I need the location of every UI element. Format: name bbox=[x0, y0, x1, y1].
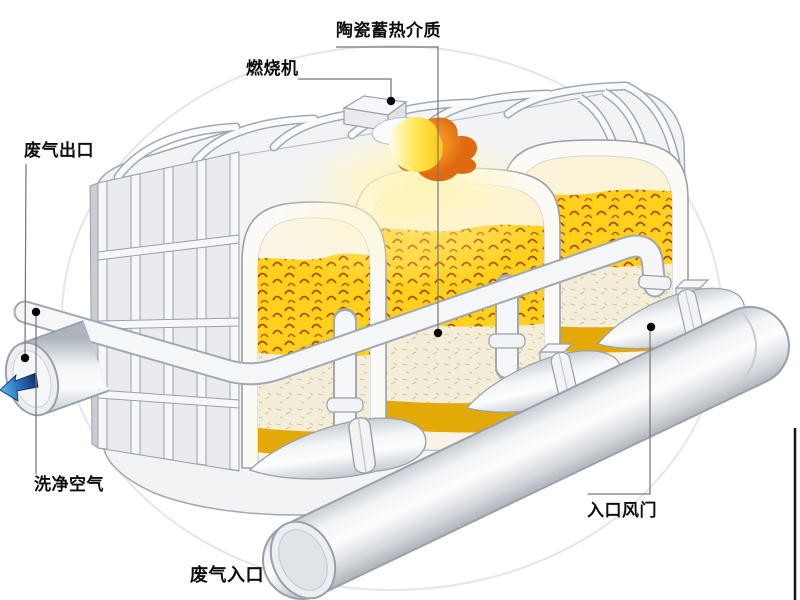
frame-lattice bbox=[89, 151, 240, 472]
leader-lines bbox=[24, 46, 651, 495]
clean-air-arrow-icon bbox=[0, 372, 39, 402]
label-waste-gas-inlet: 废气入口 bbox=[190, 565, 264, 585]
outlet-manifold-pipe bbox=[13, 234, 667, 386]
label-clean-air: 洗净空气 bbox=[34, 475, 104, 494]
leader-dots bbox=[20, 96, 656, 363]
combustion-glow-outer bbox=[265, 130, 545, 290]
frame-corner-shade bbox=[89, 182, 99, 449]
label-ceramic-media: 陶瓷蓄热介质 bbox=[336, 21, 441, 40]
flame-icon bbox=[389, 117, 477, 182]
takeoff-1 bbox=[248, 417, 427, 480]
label-burner: 燃烧机 bbox=[246, 59, 299, 78]
label-inlet-damper: 入口风门 bbox=[587, 501, 657, 520]
inlet-duct bbox=[262, 306, 790, 600]
label-waste-gas-outlet: 废气出口 bbox=[24, 141, 94, 160]
inlet-duct-opening bbox=[269, 520, 337, 600]
